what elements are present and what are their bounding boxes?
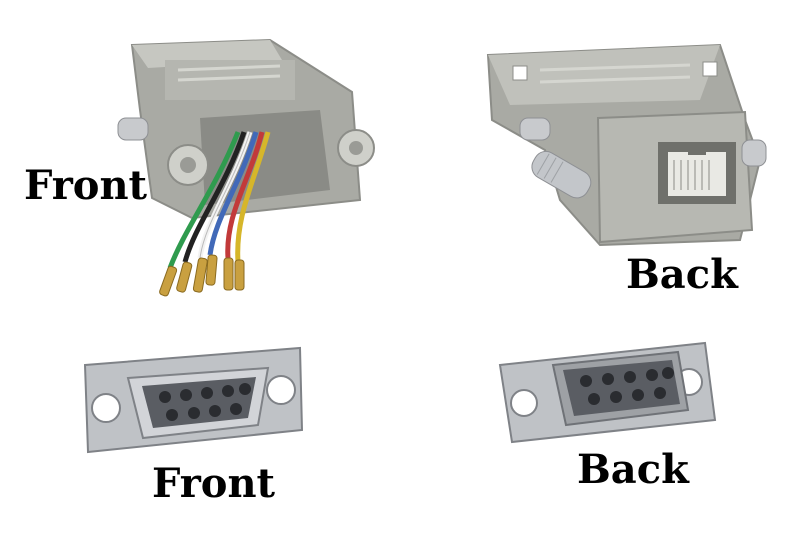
connector-back-label: Back (577, 446, 689, 493)
connector-front-label: Front (152, 460, 276, 507)
adapter-back-label: Back (626, 251, 738, 298)
adapter-front-label: Front (24, 162, 148, 209)
